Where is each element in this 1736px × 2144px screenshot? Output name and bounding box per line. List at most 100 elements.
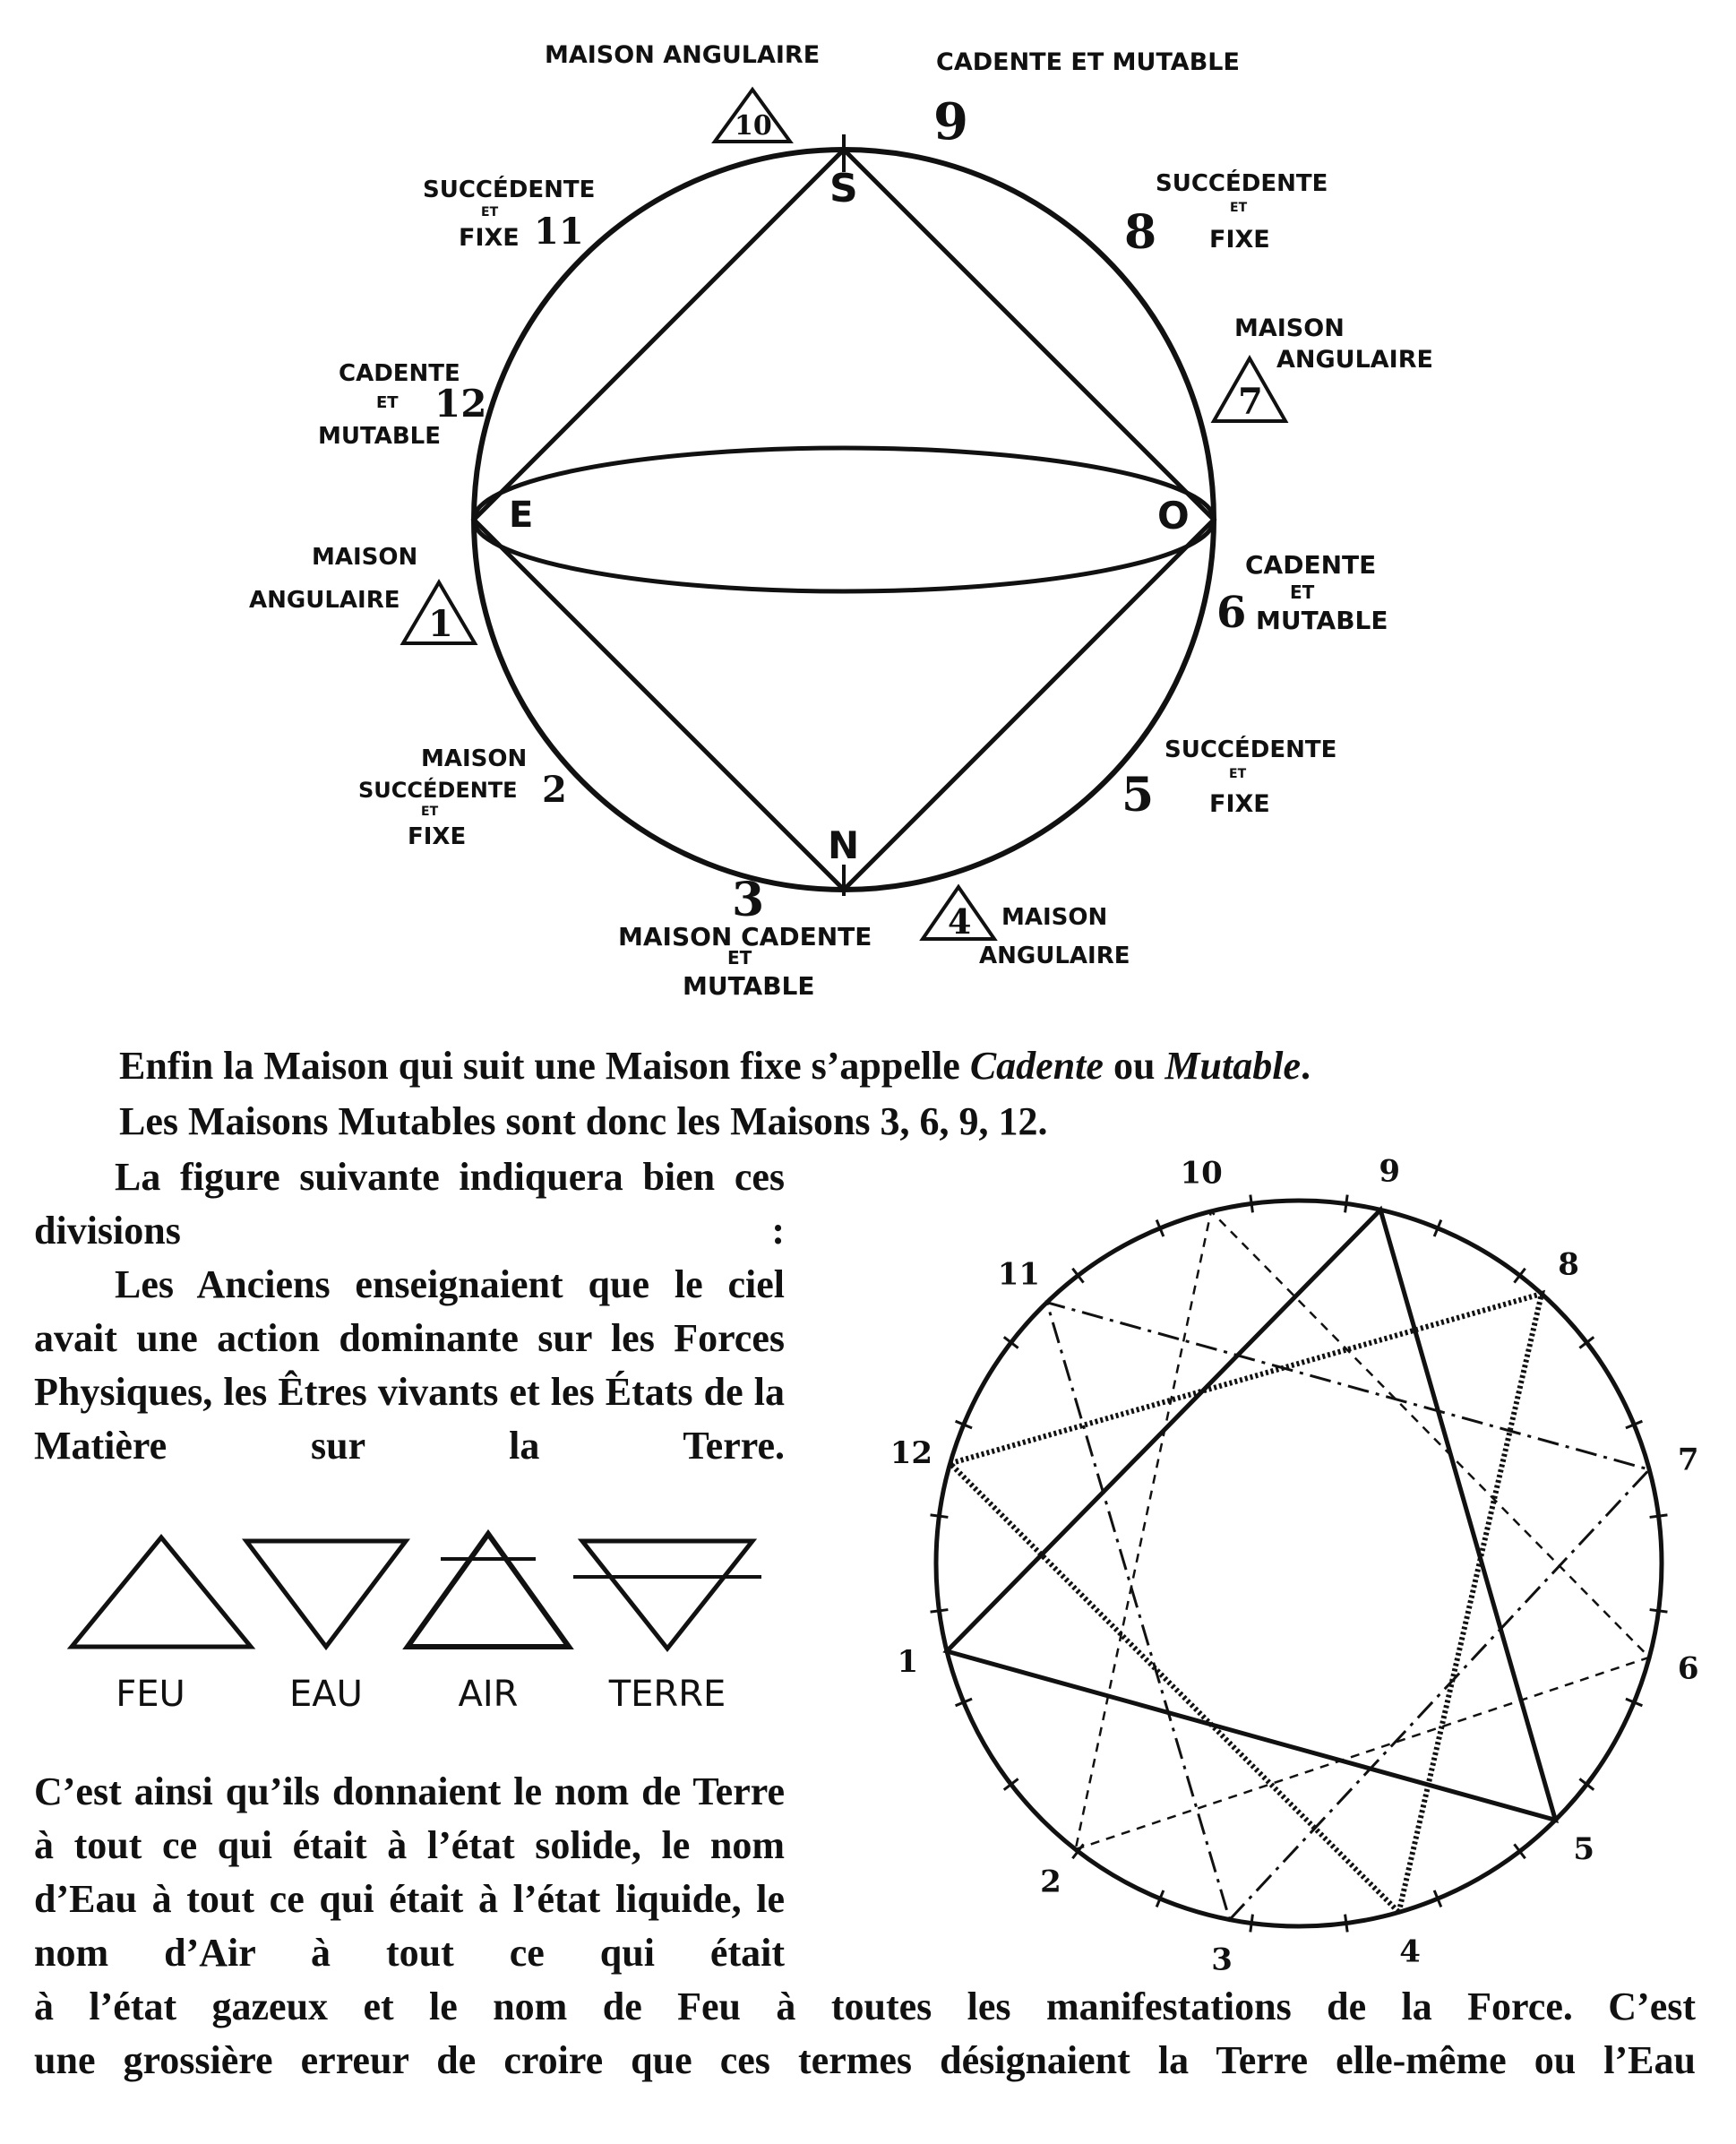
star-triangle-solid bbox=[942, 1205, 1560, 1824]
house-1-triangle-icon bbox=[400, 579, 478, 645]
house-7-triangle-icon bbox=[1210, 354, 1289, 423]
house-3-line-3: MUTABLE bbox=[683, 971, 815, 1001]
house-11-line-1: SUCCÉDENTE bbox=[423, 175, 595, 203]
star-number-5: 5 bbox=[1573, 1831, 1594, 1867]
star-number-1: 1 bbox=[898, 1644, 919, 1680]
house-4-line-2: ANGULAIRE bbox=[979, 943, 1130, 969]
house-2-line-4: FIXE bbox=[408, 823, 466, 850]
star-triangle-dashdot bbox=[1044, 1300, 1652, 1923]
water-triangle-icon bbox=[241, 1538, 411, 1651]
star-number-9: 9 bbox=[1379, 1154, 1400, 1190]
house-3-number: 3 bbox=[732, 873, 764, 927]
house-12-line-3: MUTABLE bbox=[318, 423, 441, 450]
star-tick bbox=[955, 1697, 973, 1708]
house-1-line-2: ANGULAIRE bbox=[249, 587, 400, 614]
houses-diagram: S N E O MAISON ANGULAIRE 10 CADENTE ET M… bbox=[249, 41, 1433, 1001]
house-10-label: MAISON ANGULAIRE bbox=[545, 41, 820, 69]
house-5-line-3: FIXE bbox=[1209, 790, 1270, 818]
star-triangle-dashed bbox=[1074, 1209, 1652, 1851]
star-tick bbox=[1249, 1914, 1254, 1933]
house-tick bbox=[1020, 834, 1037, 846]
north-letter: N bbox=[828, 823, 859, 867]
paragraph-1-text: Enfin la Maison qui suit une Maison fixe… bbox=[119, 1044, 970, 1088]
house-tick bbox=[1020, 194, 1037, 205]
west-letter: O bbox=[1157, 494, 1190, 538]
house-2-number: 2 bbox=[542, 769, 567, 811]
star-tick bbox=[955, 1419, 973, 1430]
star-tick bbox=[1249, 1194, 1254, 1213]
house-tick bbox=[1158, 326, 1170, 343]
paragraph-mutable-list: Les Maisons Mutables sont donc les Maiso… bbox=[119, 1095, 1696, 1149]
house-7-line-2: ANGULAIRE bbox=[1276, 346, 1433, 374]
house-2-line-2: SUCCÉDENTE bbox=[358, 777, 518, 803]
star-tick bbox=[1625, 1419, 1643, 1430]
star-number-4: 4 bbox=[1399, 1934, 1421, 1970]
earth-triangle-icon bbox=[577, 1538, 758, 1653]
left-column-text-lower: C’est ainsi qu’ils donnaient le nom de T… bbox=[34, 1765, 785, 1980]
star-tick bbox=[1513, 1843, 1526, 1860]
house-12-line-1: CADENTE bbox=[339, 360, 460, 387]
house-tick bbox=[1097, 773, 1113, 789]
paragraph-3-text: La figure suivante indiquera bien ces di… bbox=[34, 1155, 785, 1253]
house-12-line-2: ET bbox=[376, 393, 399, 412]
house-1-number: 1 bbox=[428, 603, 453, 645]
house-12-number: 12 bbox=[434, 382, 486, 426]
house-6-line-1: CADENTE bbox=[1245, 550, 1376, 580]
house-5-line-2: ET bbox=[1229, 767, 1247, 781]
house-3-line-2: ET bbox=[727, 947, 752, 969]
house-3-line-1: MAISON CADENTE bbox=[618, 922, 872, 951]
star-ticks bbox=[930, 1194, 1668, 1933]
star-tick bbox=[1071, 1843, 1085, 1860]
bottom-text: à l’état gazeux et le nom de Feu à toute… bbox=[34, 1980, 1696, 2088]
house-11-number: 11 bbox=[534, 211, 584, 253]
paragraph-mutable-intro: Enfin la Maison qui suit une Maison fixe… bbox=[119, 1039, 1696, 1093]
house-8-line-2: ET bbox=[1230, 201, 1248, 215]
house-tick bbox=[518, 326, 529, 343]
star-lines bbox=[942, 1205, 1652, 1923]
star-tick bbox=[1649, 1608, 1668, 1614]
star-number-11: 11 bbox=[998, 1256, 1040, 1292]
house-tick bbox=[650, 834, 667, 846]
house-10-number: 10 bbox=[735, 110, 772, 142]
paragraph-6-line-1: à l’état gazeux et le nom de Feu à toute… bbox=[34, 1985, 1696, 2028]
house-7-number: 7 bbox=[1238, 381, 1263, 423]
star-number-3: 3 bbox=[1211, 1942, 1233, 1978]
star-tick bbox=[1344, 1194, 1349, 1213]
house-5-number: 5 bbox=[1122, 768, 1154, 822]
fire-label: FEU bbox=[116, 1674, 185, 1715]
house-ticks bbox=[483, 159, 1205, 881]
star-triangle-beaded bbox=[944, 1289, 1546, 1918]
house-4-number: 4 bbox=[948, 901, 971, 942]
star-number-7: 7 bbox=[1678, 1442, 1699, 1478]
south-letter: S bbox=[829, 166, 858, 211]
star-number-6: 6 bbox=[1678, 1650, 1699, 1686]
house-8-line-1: SUCCÉDENTE bbox=[1156, 168, 1328, 197]
house-8-number: 8 bbox=[1124, 205, 1156, 260]
house-9-number: 9 bbox=[933, 92, 968, 151]
house-tick bbox=[1097, 250, 1113, 266]
houses-circle bbox=[471, 147, 1216, 892]
air-triangle-icon bbox=[402, 1528, 574, 1649]
house-11-line-2: ET bbox=[481, 205, 499, 220]
star-tick bbox=[1155, 1219, 1165, 1237]
star-tick bbox=[1625, 1697, 1643, 1708]
water-label: EAU bbox=[289, 1674, 363, 1715]
paragraph-5-text: C’est ainsi qu’ils donnaient le nom de T… bbox=[34, 1769, 785, 1975]
house-4-line-1: MAISON bbox=[1001, 904, 1107, 931]
house-1-line-1: MAISON bbox=[312, 544, 417, 571]
star-tick bbox=[1002, 1778, 1019, 1791]
house-tick bbox=[739, 873, 758, 881]
star-tick bbox=[1071, 1267, 1085, 1284]
cadente-term: Cadente bbox=[969, 1044, 1104, 1088]
house-tick bbox=[574, 773, 590, 789]
house-6-line-3: MUTABLE bbox=[1256, 606, 1388, 635]
house-tick bbox=[1158, 696, 1170, 713]
house-10-triangle-icon bbox=[711, 86, 794, 143]
fire-triangle-icon bbox=[66, 1534, 256, 1649]
star-number-12: 12 bbox=[890, 1435, 932, 1471]
star-tick bbox=[1649, 1513, 1668, 1519]
house-4-triangle-icon bbox=[919, 883, 998, 941]
star-tick bbox=[1513, 1267, 1526, 1284]
star-tick bbox=[1155, 1890, 1165, 1907]
